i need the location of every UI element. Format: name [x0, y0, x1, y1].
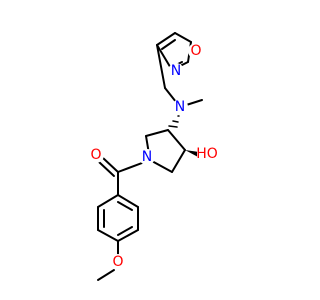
double-bond-line — [102, 157, 119, 173]
bond — [117, 229, 139, 242]
structure-drawing: O N N N HO O O — [88, 32, 218, 281]
bond — [117, 194, 139, 208]
bond — [97, 229, 119, 242]
hash — [172, 120, 179, 123]
atom-methoxy-o: O — [110, 254, 126, 270]
bond — [174, 32, 192, 43]
atom-label-methoxy-o: O — [112, 254, 123, 270]
hashed-wedge-bond — [168, 115, 180, 128]
atom-carbonyl-o: O — [88, 147, 104, 163]
bond — [156, 44, 173, 71]
atom-label-isoxazole-o: O — [190, 43, 201, 59]
benzene-ring — [97, 171, 139, 242]
bond — [97, 194, 119, 208]
molecule-diagram: O N N N HO O O — [88, 32, 218, 281]
atom-amine-n: N — [172, 99, 188, 115]
bond — [97, 269, 115, 281]
hash — [168, 125, 178, 128]
atom-label-isoxazole-n: N — [171, 63, 181, 79]
atom-isoxazole-n: N — [168, 63, 184, 79]
bond — [156, 32, 176, 46]
bond — [149, 159, 173, 173]
atom-label-pyrrolidine-n: N — [142, 149, 152, 165]
pyrrolidine-ring — [145, 129, 186, 173]
atom-pyrrolidine-n: N — [139, 149, 155, 165]
bond — [145, 129, 169, 137]
double-bond-line — [117, 226, 133, 236]
bond — [156, 44, 166, 89]
atom-isoxazole-o: O — [188, 43, 204, 59]
atom-label-carbonyl-o: O — [90, 147, 101, 163]
solid-wedge-bond — [185, 150, 199, 157]
double-bond-line — [161, 39, 176, 50]
bond — [167, 129, 186, 151]
atom-label-hydroxyl: HO — [196, 146, 218, 162]
atom-label-amine-n: N — [175, 99, 185, 115]
double-bond-line — [98, 161, 115, 177]
double-bond-line — [117, 201, 133, 211]
bond — [171, 149, 186, 173]
atom-hydroxyl: HO — [196, 146, 218, 162]
